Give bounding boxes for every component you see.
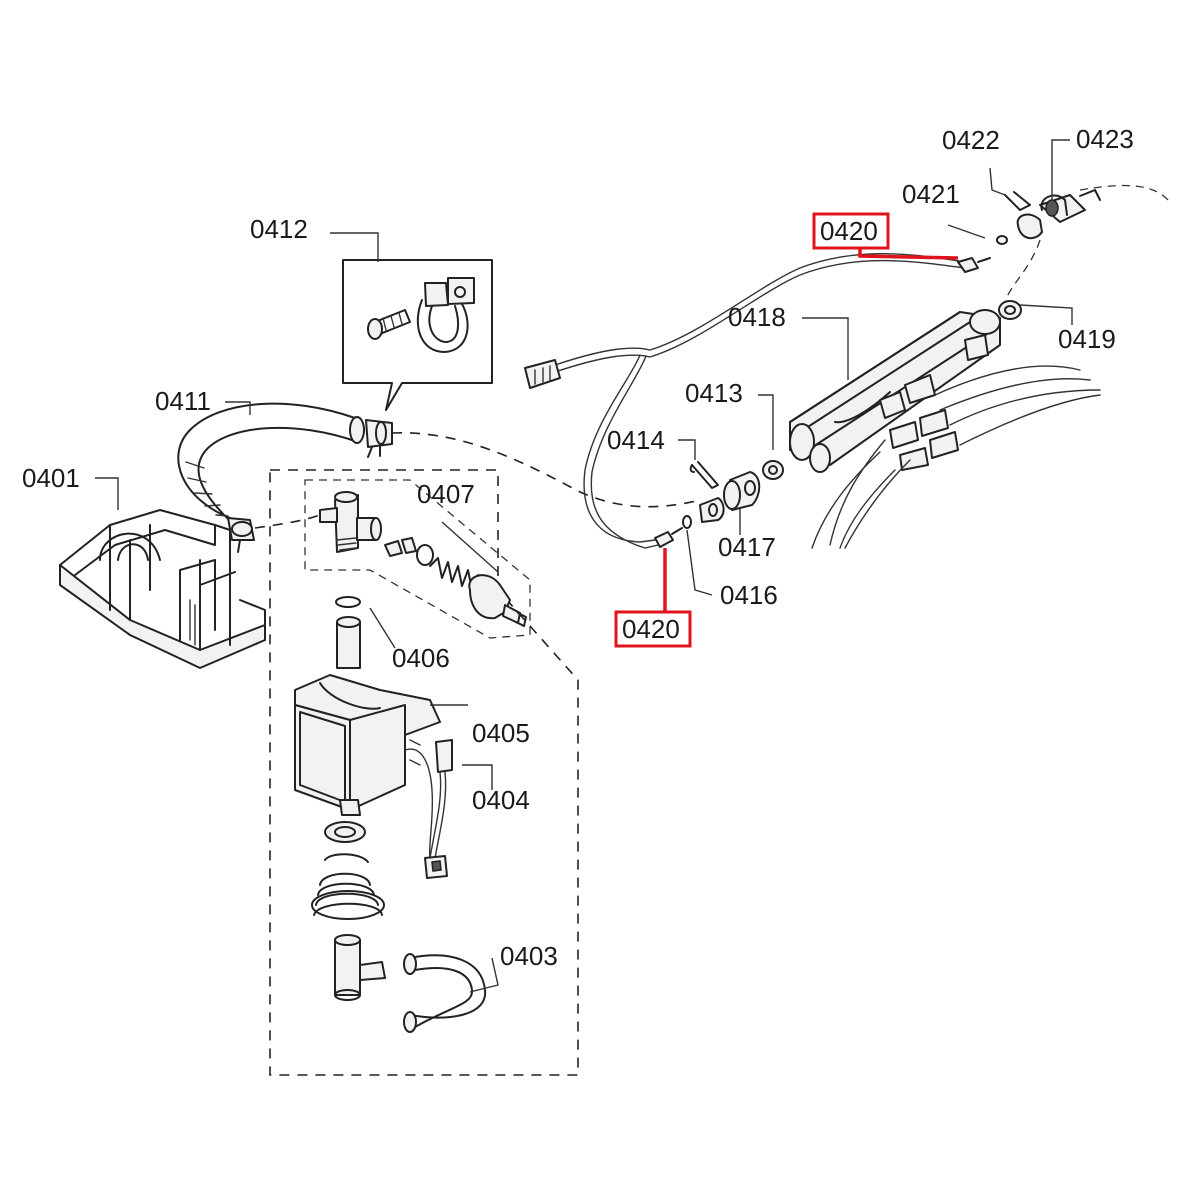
part-0403-small-hose xyxy=(403,953,487,1033)
label-0420-top: 0420 xyxy=(820,216,878,246)
pump-group-outline xyxy=(269,469,579,1076)
valve-group-outline xyxy=(304,479,531,639)
label-0418: 0418 xyxy=(728,302,786,332)
part-0416-o-ring xyxy=(682,515,692,529)
label-0423: 0423 xyxy=(1076,124,1134,154)
part-0411-hose xyxy=(177,402,393,553)
part-0413-gasket xyxy=(762,460,784,480)
label-0420-bottom: 0420 xyxy=(622,614,680,644)
label-0417: 0417 xyxy=(718,532,776,562)
part-0407-valve xyxy=(319,491,527,627)
highlight-box-0420-bottom xyxy=(614,610,692,648)
label-0413: 0413 xyxy=(685,378,743,408)
label-0405: 0405 xyxy=(472,718,530,748)
pump-lower-parts xyxy=(311,821,386,1001)
label-0404: 0404 xyxy=(472,785,530,815)
highlight-leaders xyxy=(663,248,959,612)
label-0403: 0403 xyxy=(500,941,558,971)
part-0419-washer xyxy=(998,300,1022,320)
part-0421-washer xyxy=(996,235,1008,245)
sensor-wiring xyxy=(524,253,991,549)
label-0401: 0401 xyxy=(22,463,80,493)
part-0418-heater xyxy=(789,309,1001,473)
label-0422: 0422 xyxy=(942,125,1000,155)
label-0406: 0406 xyxy=(392,643,450,673)
label-0421: 0421 xyxy=(902,179,960,209)
label-0407: 0407 xyxy=(417,479,475,509)
highlight-box-0420-top xyxy=(812,212,890,250)
part-0401-bracket xyxy=(59,509,266,669)
part-0422-clip xyxy=(1004,191,1031,211)
part-0412-clip-detail xyxy=(342,259,493,411)
label-0411: 0411 xyxy=(155,386,211,416)
label-0412: 0412 xyxy=(250,214,308,244)
part-0405-pump xyxy=(294,616,441,816)
part-0423-fitting xyxy=(1016,189,1101,240)
label-0416: 0416 xyxy=(720,580,778,610)
part-0414-clip xyxy=(689,461,719,489)
part-0406-o-ring xyxy=(335,596,361,608)
leader-lines xyxy=(95,139,1073,993)
label-0419: 0419 xyxy=(1058,324,1116,354)
part-0417-fitting xyxy=(699,471,761,523)
label-0414: 0414 xyxy=(607,425,665,455)
heater-cables xyxy=(811,365,1101,549)
part-0404-wiring xyxy=(404,739,453,879)
